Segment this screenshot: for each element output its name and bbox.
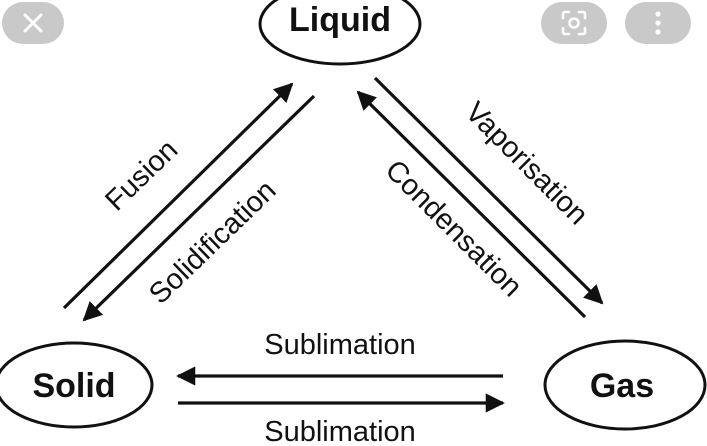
condensation-label: Condensation: [379, 154, 528, 303]
close-button[interactable]: [2, 2, 64, 44]
fusion-label: Fusion: [99, 134, 184, 217]
node-gas: Gas: [543, 339, 707, 431]
close-icon: [22, 12, 44, 34]
gas-label: Gas: [590, 367, 654, 405]
more-vertical-icon: [653, 10, 663, 36]
liquid-ellipse: [258, 0, 422, 66]
gas-ellipse: [543, 339, 707, 431]
condensation-arrow: [356, 90, 587, 319]
sublimation-lower-label: Sublimation: [264, 416, 416, 446]
solid-label: Solid: [32, 367, 115, 405]
node-solid: Solid: [0, 341, 154, 429]
fusion-arrow: [62, 82, 294, 310]
solid-ellipse: [0, 341, 154, 429]
solidification-arrow: [82, 94, 316, 322]
more-options-button[interactable]: [625, 2, 691, 44]
node-liquid: Liquid: [258, 0, 422, 66]
lens-scan-icon: [560, 9, 588, 37]
vaporisation-arrow: [373, 76, 604, 305]
liquid-label: Liquid: [289, 1, 391, 39]
sublimation-upper-label: Sublimation: [264, 329, 416, 361]
lens-search-button[interactable]: [541, 2, 607, 44]
